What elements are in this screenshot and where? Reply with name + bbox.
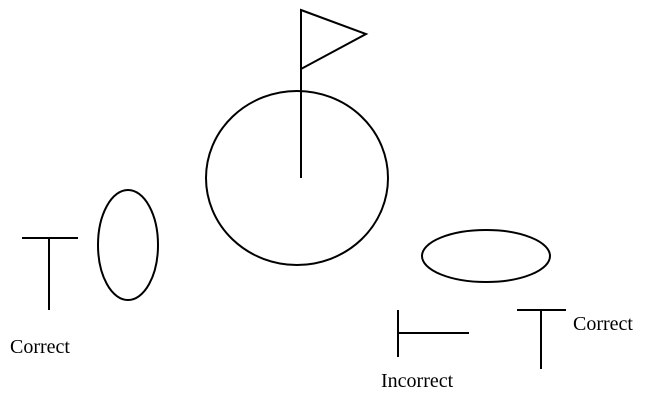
flag-icon xyxy=(300,8,369,71)
tall-ellipse xyxy=(97,189,159,301)
sideways-tee-shape xyxy=(397,310,469,357)
right-tee-label: Correct xyxy=(573,313,633,335)
left-tee-shape xyxy=(22,237,78,310)
right-tee-shape xyxy=(517,309,566,369)
wide-ellipse xyxy=(421,229,551,283)
sideways-tee-label: Incorrect xyxy=(381,370,454,392)
large-circle xyxy=(205,90,389,266)
left-tee-label: Correct xyxy=(10,336,70,358)
